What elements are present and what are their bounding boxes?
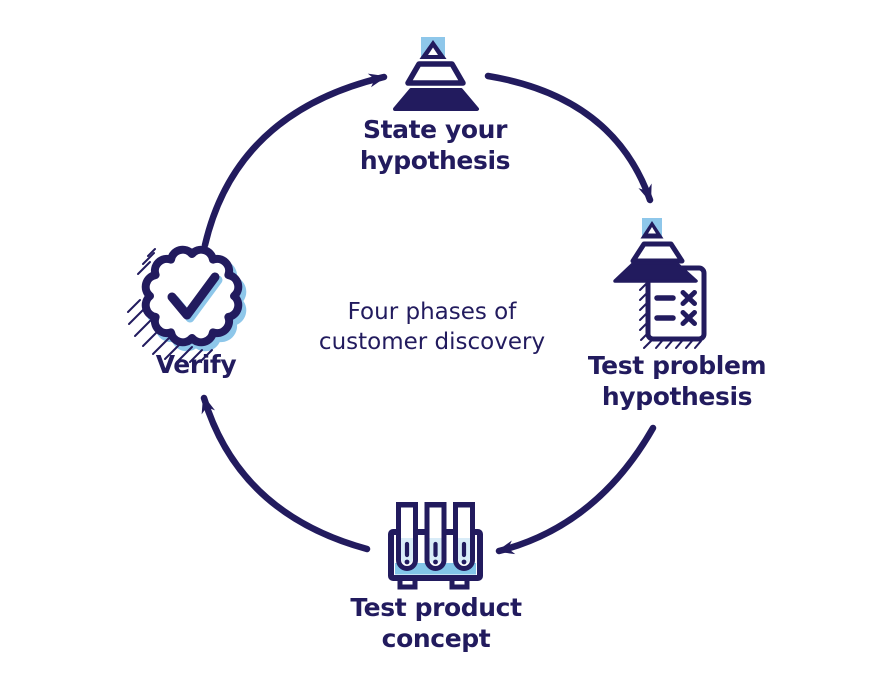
diagram-title-line: Four phases of [347, 299, 517, 325]
paper-hatch-shadow [639, 281, 702, 349]
badge-hatch-shadow [127, 248, 213, 363]
phase-label-line: Test product [350, 593, 522, 622]
test-tube [453, 502, 475, 571]
check-badge-icon [127, 245, 247, 363]
flow-arrows [200, 72, 657, 555]
phase-label-line: concept [381, 624, 491, 653]
phase-label-test-product: Test product concept [350, 592, 522, 654]
arrow-state-to-test-problem [484, 72, 654, 204]
pyramid-icon [393, 37, 479, 111]
phase-label-line: hypothesis [359, 146, 511, 175]
phase-label-test-problem: Test problem hypothesis [587, 350, 767, 412]
phase-label-verify: Verify [156, 349, 237, 380]
arrow-test-product-to-verify [200, 394, 371, 553]
phase-label-line: hypothesis [601, 382, 753, 411]
phase-label-line: Test problem [587, 351, 767, 380]
diagram-title: Four phases of customer discovery [319, 297, 545, 357]
diagram-title-line: customer discovery [318, 329, 546, 355]
arrow-test-problem-to-test-product [495, 424, 657, 555]
phase-label-line: Verify [155, 350, 237, 379]
test-tube [396, 502, 418, 571]
test-tube [424, 502, 447, 571]
pyramid-checklist-icon [613, 218, 707, 349]
test-tubes-icon [388, 502, 483, 590]
phase-label-state-hypothesis: State your hypothesis [359, 114, 511, 176]
phase-label-line: State your [362, 115, 508, 144]
arrow-verify-to-state [201, 73, 388, 249]
